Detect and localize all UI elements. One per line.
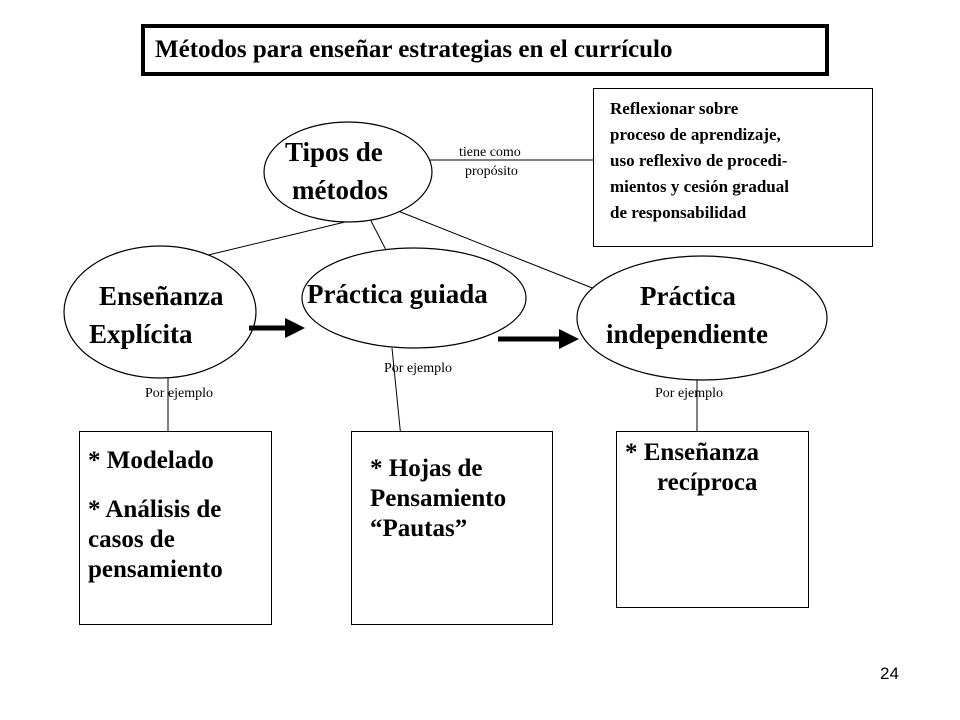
- example-item: * Hojas de: [370, 455, 483, 482]
- connector-root-to-guiada: [368, 216, 387, 251]
- example-label-guiada: Por ejemplo: [384, 361, 453, 376]
- connector-root-to-explicita: [199, 221, 346, 258]
- independiente-node-ellipse: [576, 255, 828, 381]
- relation-label-1: tiene como: [459, 145, 521, 160]
- diagram-title-text: Métodos para enseñar estrategias en el c…: [155, 36, 673, 63]
- connector-root-to-independiente: [397, 210, 611, 296]
- diagram-title: Métodos para enseñar estrategias en el c…: [141, 24, 829, 76]
- method-explicita-label-2: Explícita: [89, 319, 193, 349]
- examples-box-independiente: * Enseñanza recíproca: [616, 431, 809, 608]
- root-node-label-2: métodos: [292, 175, 388, 205]
- page-number: 24: [880, 664, 899, 683]
- method-guiada-label: Práctica guiada: [307, 279, 488, 309]
- purpose-line: proceso de aprendizaje,: [610, 125, 781, 144]
- connector-guiada-to-examples: [391, 347, 402, 439]
- example-label-explicita: Por ejemplo: [145, 386, 214, 401]
- purpose-line: Reflexionar sobre: [610, 99, 739, 118]
- purpose-box: Reflexionar sobre proceso de aprendizaje…: [593, 88, 873, 247]
- purpose-line: de responsabilidad: [610, 203, 747, 222]
- examples-box-explicita: * Modelado * Análisis de casos de pensam…: [79, 431, 272, 625]
- example-item: Pensamiento: [370, 485, 507, 512]
- example-item: recíproca: [657, 469, 758, 496]
- examples-box-guiada: * Hojas de Pensamiento “Pautas”: [351, 431, 553, 625]
- root-node-ellipse: [263, 121, 433, 223]
- example-item: “Pautas”: [370, 515, 468, 542]
- example-item: * Análisis de: [88, 496, 222, 523]
- example-item: pensamiento: [88, 556, 223, 583]
- example-label-independiente: Por ejemplo: [655, 386, 724, 401]
- relation-label-2: propósito: [465, 164, 518, 179]
- method-independiente-label-1: Práctica: [640, 281, 736, 311]
- example-item: * Modelado: [88, 447, 214, 474]
- guiada-node-ellipse: [301, 247, 527, 349]
- method-explicita-label-1: Enseñanza: [99, 281, 224, 311]
- purpose-line: uso reflexivo de procedi-: [610, 151, 788, 170]
- root-node-label-1: Tipos de: [285, 137, 383, 167]
- explicita-node-ellipse: [63, 245, 257, 379]
- example-item: * Enseñanza: [625, 439, 760, 466]
- method-independiente-label-2: independiente: [606, 319, 769, 349]
- example-item: casos de: [88, 526, 175, 553]
- purpose-line: mientos y cesión gradual: [610, 177, 789, 196]
